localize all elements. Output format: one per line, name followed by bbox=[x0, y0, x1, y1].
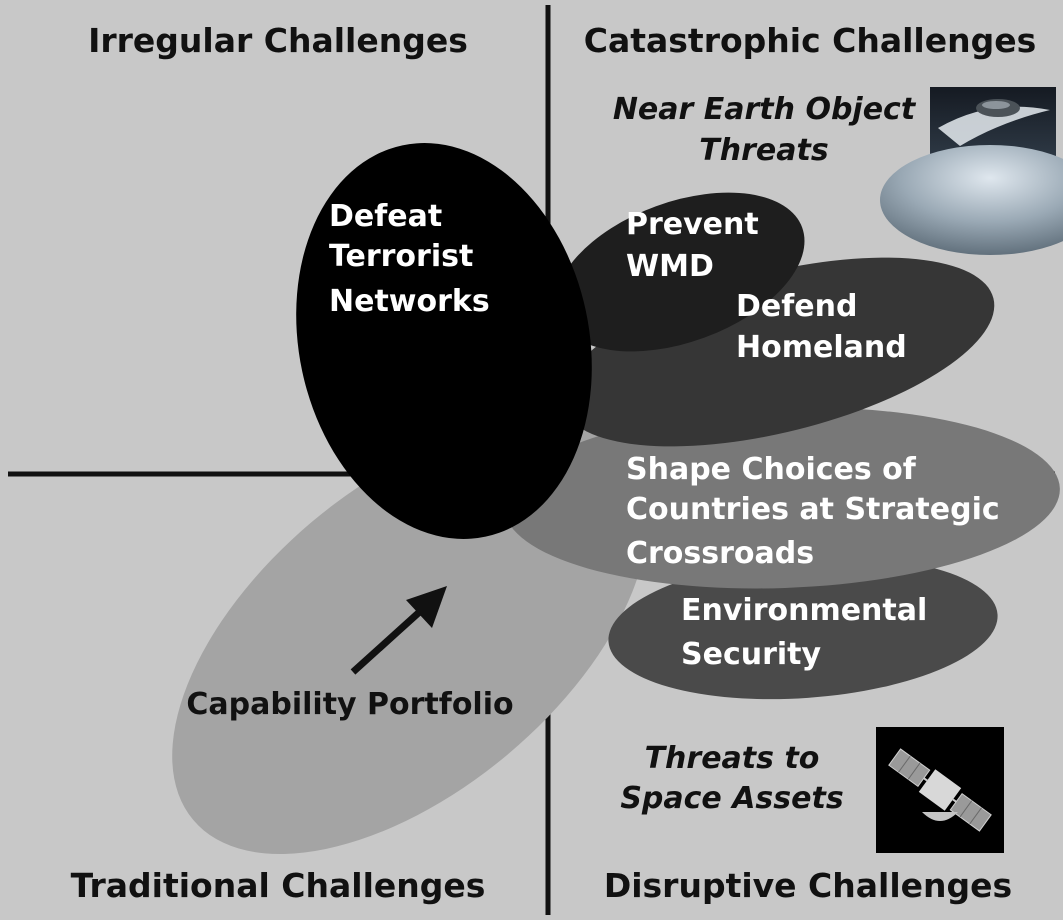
environmental-security-ellipse bbox=[608, 556, 998, 700]
satellite-icon bbox=[876, 727, 1004, 853]
defend-homeland-label-line1: Defend bbox=[736, 289, 857, 324]
prevent-wmd-label-line1: Prevent bbox=[626, 207, 759, 242]
neo-threats-label-line1: Near Earth Object bbox=[613, 92, 917, 127]
environmental-security-label-line1: Environmental bbox=[681, 593, 927, 628]
quadrant-title-disruptive: Disruptive Challenges bbox=[604, 866, 1012, 905]
neo-threats-label-line2: Threats bbox=[699, 133, 828, 168]
asteroid-impact-icon bbox=[880, 87, 1063, 255]
prevent-wmd-label-line2: WMD bbox=[626, 249, 714, 284]
environmental-security-label-line2: Security bbox=[681, 637, 822, 672]
shape-choices-label-line2: Countries at Strategic bbox=[626, 492, 1000, 527]
defeat-terrorist-networks-ellipse bbox=[296, 143, 592, 539]
defeat-terrorist-label-line1: Defeat bbox=[329, 199, 442, 234]
capability-arrow bbox=[350, 586, 447, 675]
defend-homeland-label-line2: Homeland bbox=[736, 330, 907, 365]
capability-portfolio-label: Capability Portfolio bbox=[186, 687, 513, 722]
shape-choices-ellipse bbox=[504, 407, 1060, 589]
quadrant-title-catastrophic: Catastrophic Challenges bbox=[584, 21, 1037, 60]
shape-choices-label-line1: Shape Choices of bbox=[626, 452, 917, 487]
defeat-terrorist-label-line3: Networks bbox=[329, 284, 490, 319]
defeat-terrorist-label-line2: Terrorist bbox=[329, 239, 473, 274]
quadrant-title-traditional: Traditional Challenges bbox=[71, 866, 486, 905]
shape-choices-label-line3: Crossroads bbox=[626, 536, 814, 571]
quadrant-title-irregular: Irregular Challenges bbox=[88, 21, 468, 60]
space-assets-label-line1: Threats to bbox=[645, 741, 820, 776]
space-assets-label-line2: Space Assets bbox=[620, 781, 843, 816]
prevent-wmd-ellipse bbox=[555, 192, 805, 352]
